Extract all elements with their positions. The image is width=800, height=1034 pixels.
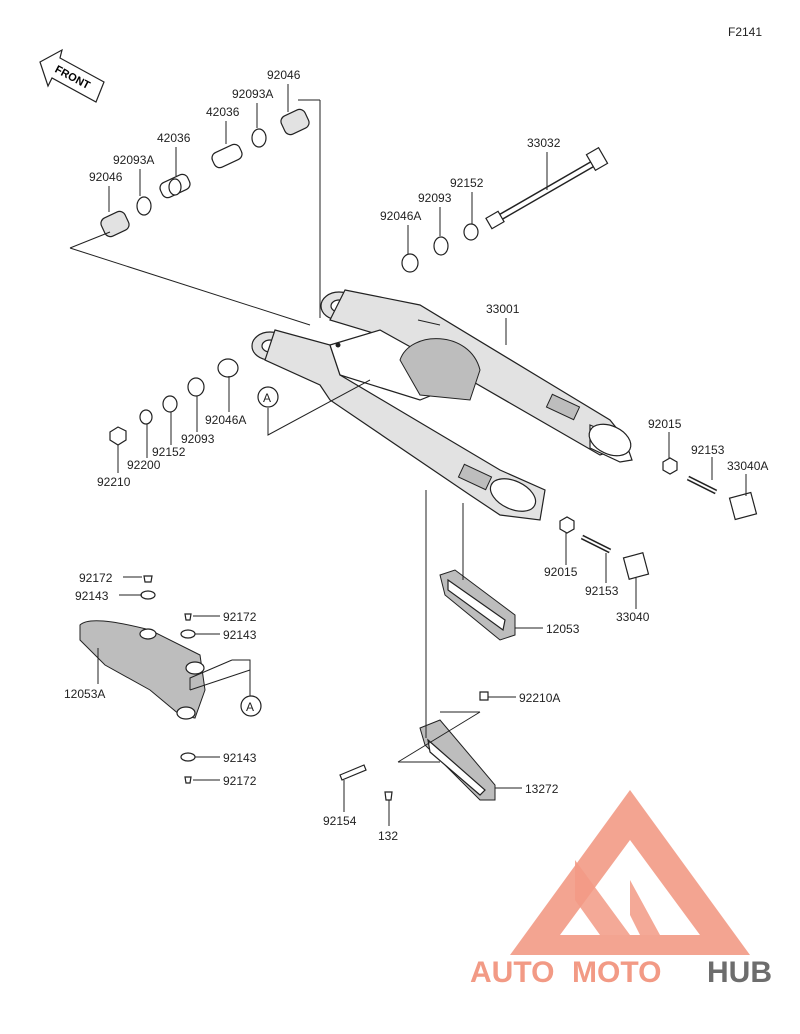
part-label: 92172 <box>79 571 113 585</box>
part-label: 92015 <box>544 565 578 579</box>
watermark-moto: MOTO <box>572 956 661 989</box>
part-label: 92093A <box>232 87 273 101</box>
swingarm-body <box>251 289 633 521</box>
part-label: 92153 <box>691 443 725 457</box>
leader-lines <box>69 84 747 826</box>
pivot-bearing-stack-right <box>211 108 310 169</box>
part-label: 42036 <box>157 131 191 145</box>
part-label: 92093 <box>181 432 215 446</box>
chain-guide-13272 <box>339 691 496 801</box>
chain-slider-12053a <box>79 575 206 784</box>
part-label: 92143 <box>223 751 257 765</box>
part-label: 92172 <box>223 610 257 624</box>
part-label: 92046A <box>205 413 246 427</box>
part-label: 92046A <box>380 209 421 223</box>
part-label: 92093A <box>113 153 154 167</box>
pivot-hardware-left <box>109 358 239 446</box>
part-label: 92143 <box>75 589 109 603</box>
part-label: 92210A <box>519 691 560 705</box>
svg-text:A: A <box>246 700 254 714</box>
part-label: 92154 <box>323 814 357 828</box>
part-label: 42036 <box>206 105 240 119</box>
rear-axle <box>485 146 609 230</box>
part-label: 12053A <box>64 687 105 701</box>
pivot-bearing-stack-left <box>100 173 191 238</box>
part-label: 33032 <box>527 136 561 150</box>
svg-text:A: A <box>263 391 271 405</box>
part-label: 33040 <box>616 610 650 624</box>
axle-washers <box>401 223 479 273</box>
part-label: 92093 <box>418 191 452 205</box>
part-labels: 92046 92093A 42036 42036 92093A 92046 33… <box>64 68 768 843</box>
part-label: 12053 <box>546 622 580 636</box>
part-label: 92210 <box>97 475 131 489</box>
part-label: 92152 <box>450 176 484 190</box>
part-label: 13272 <box>525 782 559 796</box>
part-label: 92153 <box>585 584 619 598</box>
part-label: 92143 <box>223 628 257 642</box>
part-label: 92015 <box>648 417 682 431</box>
part-label: 132 <box>378 829 398 843</box>
callout-a-bottom: A <box>240 695 262 717</box>
part-label: 92172 <box>223 774 257 788</box>
part-label: 92200 <box>127 458 161 472</box>
front-arrow-icon: FRONT <box>39 48 105 103</box>
part-label: 92046 <box>267 68 301 82</box>
part-label: 92046 <box>89 170 123 184</box>
part-label: 33040A <box>727 459 768 473</box>
watermark-auto: AUTO <box>470 956 554 989</box>
chain-adjuster-hardware <box>559 457 758 580</box>
watermark-hub: HUB <box>707 956 772 989</box>
part-label: 33001 <box>486 302 520 316</box>
part-label: 92152 <box>152 445 186 459</box>
callout-a-top: A <box>257 386 279 408</box>
watermark-logo: AUTO MOTO HUB <box>470 790 772 989</box>
figure-code: F2141 <box>728 25 762 39</box>
chain-slider-12053 <box>439 569 516 641</box>
